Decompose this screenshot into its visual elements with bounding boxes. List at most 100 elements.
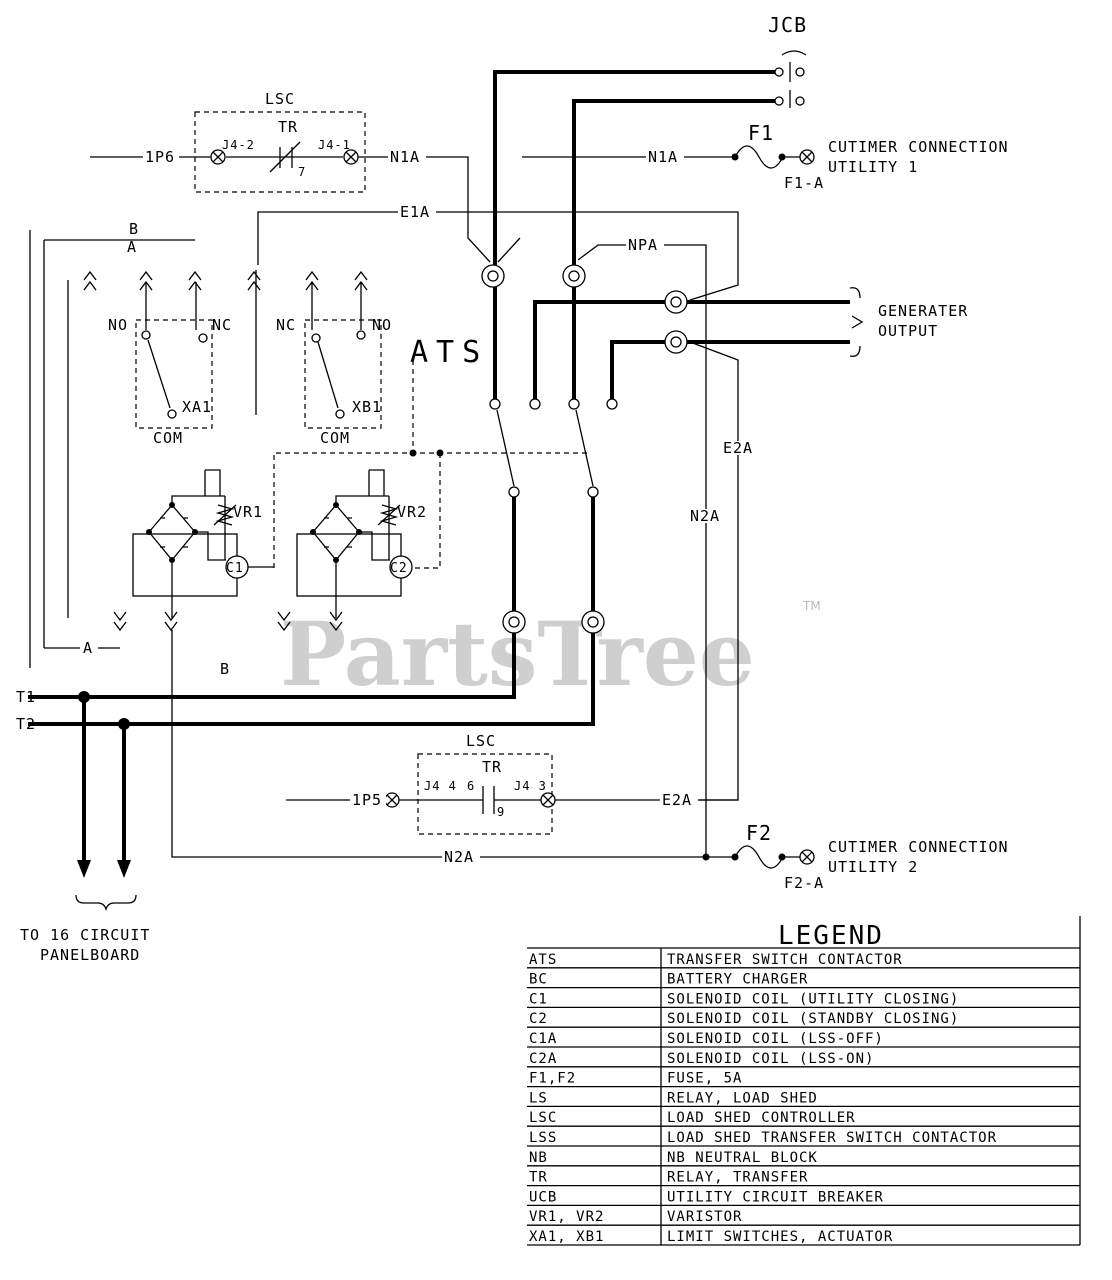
rectifier-vr1-c1: VR1 C1 — [132, 469, 274, 618]
nc-right-label: NC — [276, 316, 296, 334]
lsc-bottom-block: LSC TR J4 4 J4 3 6 9 — [384, 732, 556, 835]
pin7-label: 7 — [298, 165, 306, 179]
load-wire-t2 — [28, 497, 595, 726]
com-left-label: COM — [153, 429, 183, 447]
xa1-label: XA1 — [182, 398, 212, 416]
legend-code: UCB — [529, 1189, 557, 1205]
customer-utility1-line2: UTILITY 1 — [828, 158, 918, 176]
generator-output-line2: OUTPUT — [878, 322, 938, 340]
legend-code: LSC — [529, 1110, 557, 1126]
utility-power-wire-1 — [493, 70, 775, 400]
jcb-breaker: JCB — [768, 13, 807, 108]
jcb-label: JCB — [768, 13, 807, 37]
j4-1-label: J4-1 — [318, 138, 351, 152]
a-top-label: A — [127, 238, 137, 256]
legend-description: SOLENOID COIL (LSS-ON) — [667, 1051, 874, 1067]
wire-e2a: E2A — [723, 439, 753, 457]
j4-3-label: J4 3 — [514, 779, 547, 793]
t2-label: T2 — [16, 715, 36, 733]
legend-description: RELAY, LOAD SHED — [667, 1090, 818, 1106]
legend-description: SOLENOID COIL (LSS-OFF) — [667, 1031, 884, 1047]
no-left-label: NO — [108, 316, 128, 334]
vr2-label: VR2 — [397, 503, 427, 521]
generator-output-line1: GENERATER — [878, 302, 968, 320]
ats-label: ATS — [410, 335, 488, 370]
wire-n1a-right: N1A — [648, 148, 678, 166]
xb1-label: XB1 — [352, 398, 382, 416]
f1a-label: F1-A — [784, 174, 824, 192]
f2-label: F2 — [746, 821, 772, 845]
j4-2-label: J4-2 — [222, 138, 255, 152]
xb1-limit-switch: NC NO XB1 COM — [276, 282, 392, 447]
legend-code: BC — [529, 972, 548, 988]
legend-description: SOLENOID COIL (UTILITY CLOSING) — [667, 991, 959, 1007]
lsc-top-block: LSC TR J4-2 J4-1 7 — [194, 90, 366, 193]
legend-code: ATS — [529, 952, 557, 968]
b-bottom-label: B — [220, 660, 230, 678]
fuse-f1: F1 F1-A — [734, 121, 824, 192]
wire-1p5: 1P5 — [352, 791, 382, 809]
generator-wire-1 — [533, 300, 850, 400]
wire-n1a-left: N1A — [390, 148, 420, 166]
t1-label: T1 — [16, 688, 36, 706]
ats-switch — [489, 398, 618, 498]
wire-npa: NPA — [628, 236, 658, 254]
legend-code: C1 — [529, 991, 548, 1007]
legend-description: RELAY, TRANSFER — [667, 1170, 808, 1186]
c1-label: C1 — [226, 561, 244, 576]
legend-code: C1A — [529, 1031, 557, 1047]
legend-code: XA1, XB1 — [529, 1229, 604, 1245]
wire-e1a: E1A — [400, 203, 430, 221]
legend-description: LOAD SHED CONTROLLER — [667, 1110, 856, 1126]
a-bottom-label: A — [83, 639, 93, 657]
legend-code: LSS — [529, 1130, 557, 1146]
legend-code: C2 — [529, 1011, 548, 1027]
legend-code: F1,F2 — [529, 1071, 576, 1087]
legend-code: C2A — [529, 1051, 557, 1067]
legend-description: BATTERY CHARGER — [667, 972, 808, 988]
j4-4-label: J4 4 — [424, 779, 457, 793]
f2a-label: F2-A — [784, 874, 824, 892]
legend-title: LEGEND — [778, 921, 884, 951]
legend-description: LOAD SHED TRANSFER SWITCH CONTACTOR — [667, 1130, 997, 1146]
customer-utility2-line2: UTILITY 2 — [828, 858, 918, 876]
legend-description: VARISTOR — [667, 1209, 742, 1225]
legend-description: UTILITY CIRCUIT BREAKER — [667, 1189, 884, 1205]
customer-utility2-line1: CUTIMER CONNECTION — [828, 838, 1009, 856]
connector-chevrons — [83, 270, 368, 632]
wire-1p6-text: 1P6 — [145, 148, 175, 166]
fuse-f2: F2 F2-A — [734, 821, 824, 892]
tr-bottom-label: TR — [482, 758, 502, 776]
panelboard-line1: TO 16 CIRCUIT — [20, 926, 150, 944]
lsc-bottom-label: LSC — [466, 732, 496, 750]
wire-e2a-bottom: E2A — [662, 791, 692, 809]
nc-left-label: NC — [212, 316, 232, 334]
legend-code: VR1, VR2 — [529, 1209, 604, 1225]
legend-description: TRANSFER SWITCH CONTACTOR — [667, 952, 903, 968]
f1-label: F1 — [748, 121, 774, 145]
legend-description: FUSE, 5A — [667, 1071, 742, 1087]
xa1-limit-switch: NO NC XA1 COM — [108, 282, 232, 447]
tr-top-label: TR — [278, 118, 298, 136]
legend-description: LIMIT SWITCHES, ACTUATOR — [667, 1229, 893, 1245]
com-right-label: COM — [320, 429, 350, 447]
b-top-label: B — [129, 220, 139, 238]
pin6-label: 6 — [467, 779, 475, 793]
wire-n2a-bottom: N2A — [444, 848, 474, 866]
legend-table: LEGEND ATS TRANSFER SWITCH CONTACTOR BC BAT… — [527, 916, 1081, 1246]
no-right-label: NO — [372, 316, 392, 334]
pin9-label: 9 — [497, 805, 505, 819]
watermark-tm: TM — [802, 599, 821, 613]
panelboard-line2: PANELBOARD — [40, 946, 140, 964]
vr1-label: VR1 — [233, 503, 263, 521]
legend-code: LS — [529, 1090, 548, 1106]
legend-code: TR — [529, 1170, 548, 1186]
legend-description: NB NEUTRAL BLOCK — [667, 1150, 818, 1166]
c2-label: C2 — [390, 561, 408, 576]
rectifier-vr2-c2: VR2 C2 — [296, 469, 427, 618]
legend-code: NB — [529, 1150, 548, 1166]
lsc-top-label: LSC — [265, 90, 295, 108]
load-wire-t1 — [28, 497, 516, 699]
legend-description: SOLENOID COIL (STANDBY CLOSING) — [667, 1011, 959, 1027]
